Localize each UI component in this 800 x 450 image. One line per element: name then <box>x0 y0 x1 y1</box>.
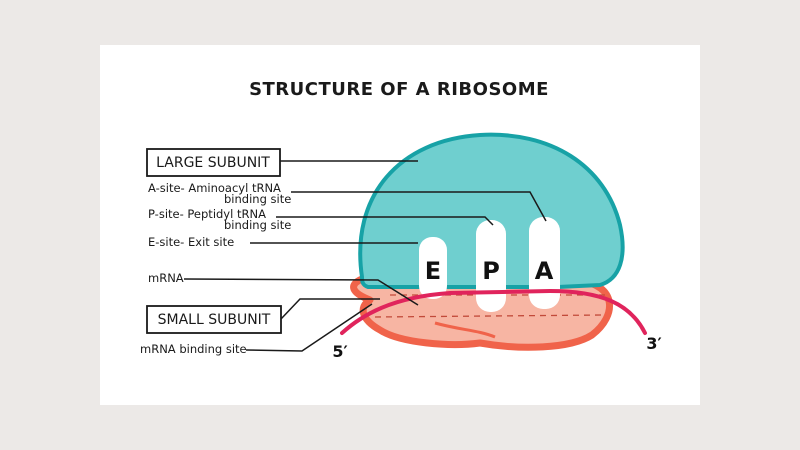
mrna-binding-site-label: mRNA binding site <box>140 303 373 356</box>
p-site-label: P-site- Peptidyl tRNA binding site <box>148 207 494 232</box>
e-site-label: E-site- Exit site <box>148 235 418 249</box>
mrna-strand <box>340 288 647 335</box>
ribosome-diagram: STRUCTURE OF A RIBOSOME E P A <box>140 79 662 361</box>
three-prime-label: 3′ <box>646 334 661 353</box>
mrna-binding-site-text: mRNA binding site <box>140 342 247 356</box>
site-p-letter: P <box>482 257 500 285</box>
site-e-letter: E <box>425 257 441 285</box>
mrna-leader <box>183 278 419 306</box>
site-a-slot <box>529 217 560 309</box>
a-site-text-line2: binding site <box>224 192 291 206</box>
e-site-text: E-site- Exit site <box>148 235 234 249</box>
small-subunit-text: SMALL SUBUNIT <box>158 312 271 328</box>
diagram-title: STRUCTURE OF A RIBOSOME <box>249 79 549 100</box>
small-subunit-box <box>146 305 282 334</box>
mrna-binding-site-leader <box>245 303 373 352</box>
site-e: E <box>419 237 447 299</box>
large-subunit-text: LARGE SUBUNIT <box>156 155 270 171</box>
mrna-label: mRNA <box>148 271 419 306</box>
a-site-label: A-site- Aminoacyl tRNA binding site <box>148 181 547 222</box>
p-site-leader <box>276 216 494 226</box>
a-site-leader <box>291 191 547 222</box>
small-subunit-label: SMALL SUBUNIT <box>146 298 380 334</box>
a-site-text-line1: A-site- Aminoacyl tRNA <box>148 181 281 195</box>
large-subunit-box <box>146 148 281 177</box>
site-a: A <box>529 217 560 309</box>
five-prime-label: 5′ <box>332 342 347 361</box>
site-a-letter: A <box>535 257 554 285</box>
diagram-card: STRUCTURE OF A RIBOSOME E P A <box>100 45 700 405</box>
site-p-slot <box>476 220 506 312</box>
mrna-text: mRNA <box>148 271 184 285</box>
p-site-text-line1: P-site- Peptidyl tRNA <box>148 207 266 221</box>
p-site-text-line2: binding site <box>224 218 291 232</box>
site-e-slot <box>419 237 447 299</box>
site-p: P <box>476 220 506 312</box>
small-subunit-leader <box>280 298 380 320</box>
large-subunit-label: LARGE SUBUNIT <box>146 148 418 177</box>
